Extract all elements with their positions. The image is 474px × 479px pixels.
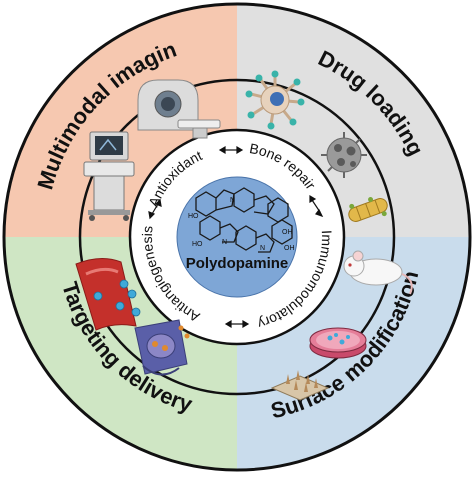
structure-label-n-1: N	[230, 197, 235, 204]
structure-label-oh-2: OH	[282, 229, 293, 236]
arrow-immunomodulatory-antiangiogenesis	[224, 319, 250, 329]
arrow-bone-repair-immunomodulatory	[309, 194, 324, 218]
bacterium-icon	[348, 196, 388, 222]
outer-ring	[2, 2, 472, 472]
immune-cell-icon	[245, 70, 305, 130]
structure-label-ho-2: HO	[192, 241, 203, 248]
ct-scanner-icon	[137, 79, 221, 139]
middle-ring	[78, 78, 396, 396]
ultrasound-machine-icon	[83, 131, 135, 221]
structure-label-oh-1: OH	[284, 245, 295, 252]
property-arrows	[148, 145, 324, 329]
polydopamine-structure	[195, 187, 293, 253]
polydopamine-label: Polydopamine	[186, 255, 289, 272]
cell-uptake-icon	[134, 319, 190, 376]
arrow-antioxidant-bone-repair	[218, 145, 244, 155]
polydopamine-core	[176, 176, 298, 298]
structure-label-n-3: N	[260, 245, 265, 252]
structure-label-ho-1: HO	[188, 213, 199, 220]
arrow-antiangiogenesis-antioxidant	[148, 198, 162, 220]
blood-vessel-icon	[75, 258, 141, 331]
microneedle-patch-icon	[270, 370, 330, 401]
mouse-icon	[343, 250, 413, 295]
structure-label-n-2: N	[222, 239, 227, 246]
petri-dish-icon	[309, 327, 367, 359]
nanoparticle-icon	[321, 132, 367, 178]
